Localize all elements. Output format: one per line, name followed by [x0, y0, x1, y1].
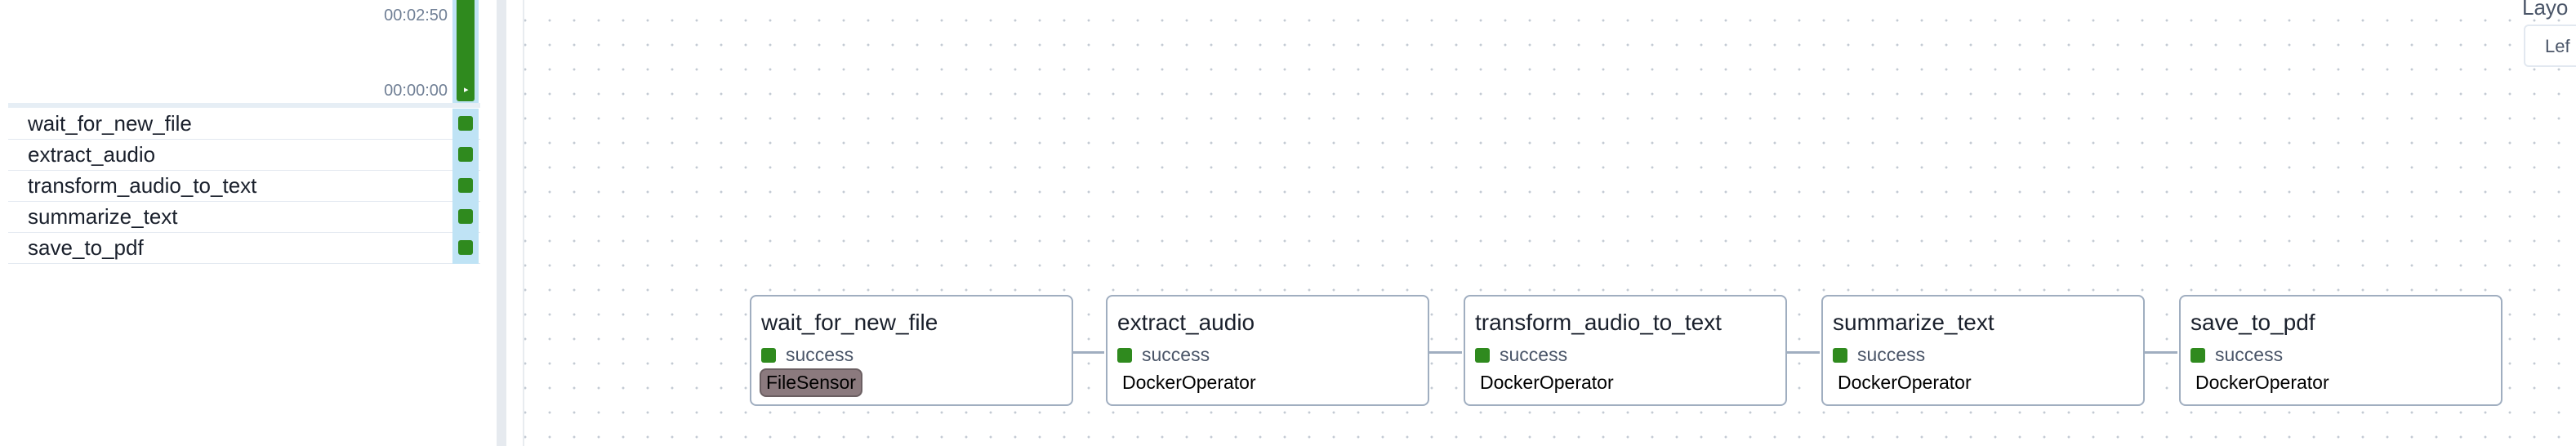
panel-divider	[523, 0, 524, 446]
task-instance-cell	[452, 171, 479, 202]
dag-run-column: ▸	[452, 0, 479, 105]
task-instance-cell	[452, 140, 479, 171]
success-state-square	[1475, 347, 1490, 363]
task-instance-success[interactable]	[458, 178, 473, 193]
graph-canvas[interactable]: wait_for_new_file success FileSensor ext…	[524, 0, 2576, 446]
node-state-text: success	[1142, 344, 1210, 365]
task-instance-success[interactable]	[458, 209, 473, 224]
node-title: save_to_pdf	[2190, 310, 2315, 335]
task-name: transform_audio_to_text	[28, 173, 257, 198]
operator-label: DockerOperator	[1122, 372, 1256, 393]
task-name: save_to_pdf	[28, 235, 144, 260]
graph-node-transform-audio-to-text[interactable]: transform_audio_to_text success DockerOp…	[1464, 295, 1787, 406]
edge-wait-to-extract	[1073, 351, 1104, 354]
play-triangle-icon: ▸	[464, 85, 469, 95]
duration-max-label: 00:02:50	[384, 7, 448, 25]
task-row-extract-audio[interactable]: extract_audio	[8, 140, 480, 171]
task-name: extract_audio	[28, 142, 156, 167]
task-instance-cell	[452, 233, 479, 264]
node-state-text: success	[1500, 344, 1568, 365]
node-title: wait_for_new_file	[761, 310, 938, 335]
task-instance-success[interactable]	[458, 116, 473, 131]
edge-transform-to-summarize	[1787, 351, 1820, 354]
panel-resize-handle[interactable]	[497, 0, 506, 446]
task-instance-cell	[452, 109, 479, 140]
operator-label: DockerOperator	[1480, 372, 1614, 393]
task-list: wait_for_new_file extract_audio transfor…	[8, 109, 480, 264]
node-title: summarize_text	[1833, 310, 1994, 335]
task-instance-success[interactable]	[458, 240, 473, 255]
task-row-save-to-pdf[interactable]: save_to_pdf	[8, 233, 480, 264]
graph-node-summarize-text[interactable]: summarize_text success DockerOperator	[1821, 295, 2145, 406]
node-state: success	[1117, 344, 1210, 366]
layout-label: Layo	[2522, 0, 2569, 20]
node-title: transform_audio_to_text	[1475, 310, 1722, 335]
graph-node-save-to-pdf[interactable]: save_to_pdf success DockerOperator	[2179, 295, 2502, 406]
node-state: success	[761, 344, 853, 366]
node-state-text: success	[2215, 344, 2284, 365]
grid-header-divider	[8, 103, 480, 108]
success-state-square	[2190, 347, 2205, 363]
task-row-transform-audio-to-text[interactable]: transform_audio_to_text	[8, 171, 480, 202]
graph-node-wait-for-new-file[interactable]: wait_for_new_file success FileSensor	[750, 295, 1073, 406]
grid-panel: 00:02:50 00:00:00 ▸ wait_for_new_file ex…	[0, 0, 497, 446]
success-state-square	[1117, 347, 1132, 363]
task-instance-cell	[452, 202, 479, 233]
operator-label: DockerOperator	[1838, 372, 1972, 393]
edge-extract-to-transform	[1429, 351, 1462, 354]
node-state-text: success	[1857, 344, 1926, 365]
success-state-square	[761, 347, 776, 363]
operator-label: DockerOperator	[2195, 372, 2329, 393]
success-state-square	[1833, 347, 1847, 363]
node-state: success	[1833, 344, 1925, 366]
task-row-summarize-text[interactable]: summarize_text	[8, 202, 480, 233]
task-name: summarize_text	[28, 204, 178, 229]
layout-select[interactable]: Lef	[2524, 25, 2576, 67]
edge-summarize-to-save	[2145, 351, 2177, 354]
dag-run-duration-bar[interactable]: ▸	[457, 0, 475, 101]
node-title: extract_audio	[1117, 310, 1255, 335]
operator-badge[interactable]: FileSensor	[760, 368, 862, 397]
task-instance-success[interactable]	[458, 147, 473, 162]
graph-node-extract-audio[interactable]: extract_audio success DockerOperator	[1106, 295, 1429, 406]
node-state: success	[1475, 344, 1567, 366]
task-name: wait_for_new_file	[28, 111, 192, 136]
duration-min-label: 00:00:00	[384, 82, 448, 100]
node-state-text: success	[786, 344, 854, 365]
node-state: success	[2190, 344, 2283, 366]
task-row-wait-for-new-file[interactable]: wait_for_new_file	[8, 109, 480, 140]
